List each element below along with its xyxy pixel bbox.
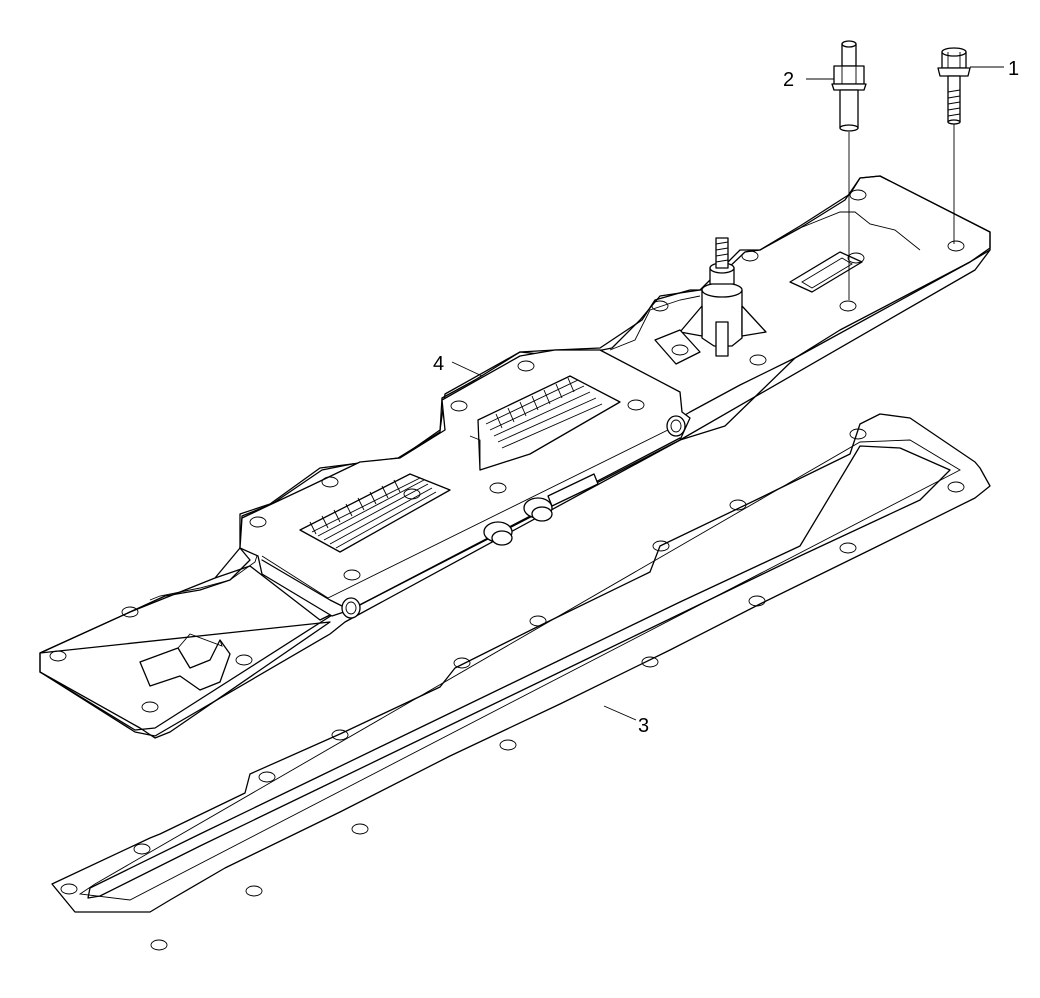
leader-lines — [451, 66, 1004, 721]
stud-part-2 — [831, 40, 867, 300]
fittings — [341, 415, 686, 619]
callout-2: 2 — [783, 69, 794, 91]
fins-pocket-left — [299, 473, 451, 553]
callout-1: 1 — [1008, 58, 1019, 80]
cover-plate-part-4 — [39, 175, 991, 739]
gasket-holes — [60, 428, 965, 951]
callout-4: 4 — [433, 353, 444, 375]
bolt-part-1 — [937, 47, 971, 244]
sensor-stack — [654, 237, 767, 365]
callout-3: 3 — [638, 715, 649, 737]
gasket-part-3 — [51, 413, 991, 951]
fins-pocket-right — [469, 375, 621, 471]
plate-holes — [49, 189, 965, 713]
